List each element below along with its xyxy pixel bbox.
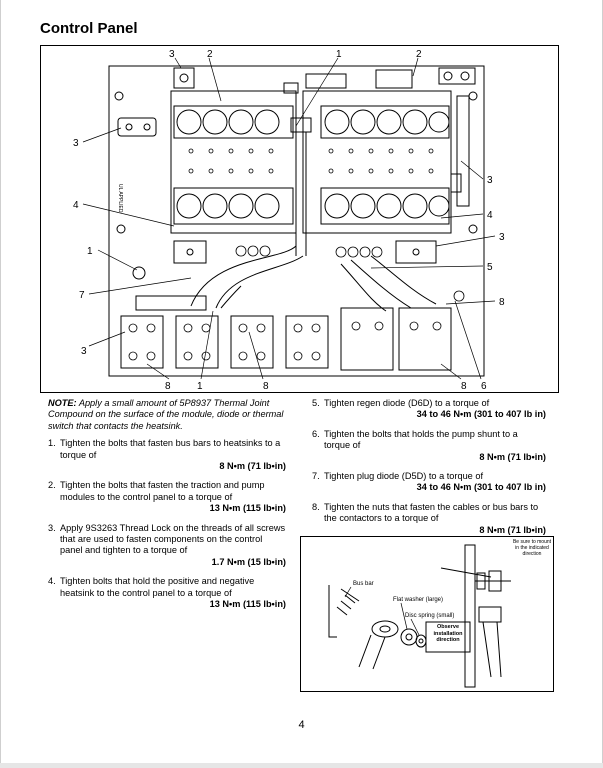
callout-left-1: 1 bbox=[87, 246, 93, 257]
callout-top-2a: 2 bbox=[207, 49, 213, 60]
step-5: 5. Tighten regen diode (D6D) to a torque… bbox=[312, 398, 546, 421]
step-text: Tighten the nuts that fasten the cables … bbox=[324, 501, 539, 524]
step-torque: 34 to 46 N•m (301 to 407 lb in) bbox=[416, 409, 546, 420]
callout-right-5: 5 bbox=[487, 262, 493, 273]
callout-left-4: 4 bbox=[73, 200, 79, 211]
callout-bottom-8b: 8 bbox=[263, 381, 269, 392]
step-number: 2. bbox=[48, 480, 56, 491]
ul-applied-label: UL APPLIED bbox=[117, 184, 123, 213]
flat-washer-label: Flat washer (large) bbox=[393, 597, 443, 603]
step-torque: 8 N•m (71 lb•in) bbox=[479, 451, 546, 462]
note-label: NOTE: bbox=[48, 398, 77, 408]
callout-left-3a: 3 bbox=[73, 138, 79, 149]
callout-bottom-1: 1 bbox=[197, 381, 203, 392]
step-number: 8. bbox=[312, 501, 320, 512]
callout-bottom-8c: 8 bbox=[461, 381, 467, 392]
page-number: 4 bbox=[298, 719, 305, 731]
callout-top-1: 1 bbox=[336, 49, 342, 60]
page-title: Control Panel bbox=[40, 20, 138, 37]
callout-right-3a: 3 bbox=[487, 175, 493, 186]
disc-spring-label: Disc spring (small) bbox=[405, 613, 454, 619]
step-text: Tighten the bolts that fasten bus bars t… bbox=[60, 438, 281, 460]
step-number: 3. bbox=[48, 522, 56, 533]
step-number: 6. bbox=[312, 428, 320, 439]
step-text: Tighten regen diode (D6D) to a torque of bbox=[324, 398, 490, 408]
step-3: 3. Apply 9S3263 Thread Lock on the threa… bbox=[48, 523, 286, 569]
page-border-left bbox=[0, 0, 1, 768]
note-text: Apply a small amount of 5P8937 Thermal J… bbox=[48, 398, 284, 431]
step-torque: 34 to 46 N•m (301 to 407 lb in) bbox=[416, 482, 546, 493]
step-torque: 8 N•m (71 lb•in) bbox=[219, 461, 286, 472]
step-4: 4. Tighten bolts that hold the positive … bbox=[48, 576, 286, 610]
callout-right-4: 4 bbox=[487, 210, 493, 221]
step-text: Tighten the bolts that holds the pump sh… bbox=[324, 428, 518, 451]
step-text: Tighten bolts that hold the positive and… bbox=[60, 576, 255, 598]
step-torque: 8 N•m (71 lb•in) bbox=[479, 524, 546, 535]
step-text: Tighten plug diode (D5D) to a torque of bbox=[324, 471, 484, 482]
callout-bottom-8a: 8 bbox=[165, 381, 171, 392]
mount-direction-label: Be sure to mount in the indicated direct… bbox=[512, 539, 552, 557]
observe-direction-label: Observe installation direction bbox=[433, 624, 463, 643]
page-border-bottom bbox=[0, 763, 603, 768]
step-torque: 13 N•m (115 lb•in) bbox=[209, 599, 286, 610]
callout-left-3b: 3 bbox=[81, 346, 87, 357]
control-panel-diagram: UL APPLIED 3 2 1 2 3 4 1 7 3 3 4 3 5 8 8… bbox=[73, 49, 505, 392]
washer-inset-figure: Bus bar Flat washer (large) Disc spring … bbox=[300, 536, 554, 692]
step-torque: 1.7 N•m (15 lb•in) bbox=[211, 556, 286, 567]
step-text: Apply 9S3263 Thread Lock on the threads … bbox=[60, 522, 286, 556]
step-number: 1. bbox=[48, 438, 56, 449]
callout-bottom-6: 6 bbox=[481, 381, 487, 392]
note-paragraph: NOTE: Apply a small amount of 5P8937 The… bbox=[48, 398, 286, 432]
step-7: 7. Tighten plug diode (D5D) to a torque … bbox=[312, 471, 546, 494]
callout-top-3: 3 bbox=[169, 49, 175, 60]
step-6: 6. Tighten the bolts that holds the pump… bbox=[312, 429, 546, 463]
step-1: 1. Tighten the bolts that fasten bus bar… bbox=[48, 438, 286, 472]
step-number: 7. bbox=[312, 471, 320, 482]
callout-top-2b: 2 bbox=[416, 49, 422, 60]
washer-assembly-diagram: Bus bar Flat washer (large) Disc spring … bbox=[328, 539, 552, 688]
callout-right-3b: 3 bbox=[499, 232, 505, 243]
step-2: 2. Tighten the bolts that fasten the tra… bbox=[48, 480, 286, 514]
panel-plate bbox=[108, 65, 485, 377]
control-panel-figure: UL APPLIED 3 2 1 2 3 4 1 7 3 3 4 3 5 8 8… bbox=[40, 45, 559, 393]
step-number: 4. bbox=[48, 576, 56, 587]
instructions-left-column: NOTE: Apply a small amount of 5P8937 The… bbox=[48, 398, 286, 619]
step-number: 5. bbox=[312, 398, 320, 408]
step-text: Tighten the bolts that fasten the tracti… bbox=[60, 480, 265, 502]
instructions-right-column: 5. Tighten regen diode (D6D) to a torque… bbox=[312, 398, 546, 544]
step-torque: 13 N•m (115 lb•in) bbox=[209, 503, 286, 514]
callout-right-8: 8 bbox=[499, 297, 505, 308]
step-8: 8. Tighten the nuts that fasten the cabl… bbox=[312, 502, 546, 536]
callout-left-7: 7 bbox=[79, 290, 85, 301]
bus-bar-label: Bus bar bbox=[353, 581, 374, 587]
